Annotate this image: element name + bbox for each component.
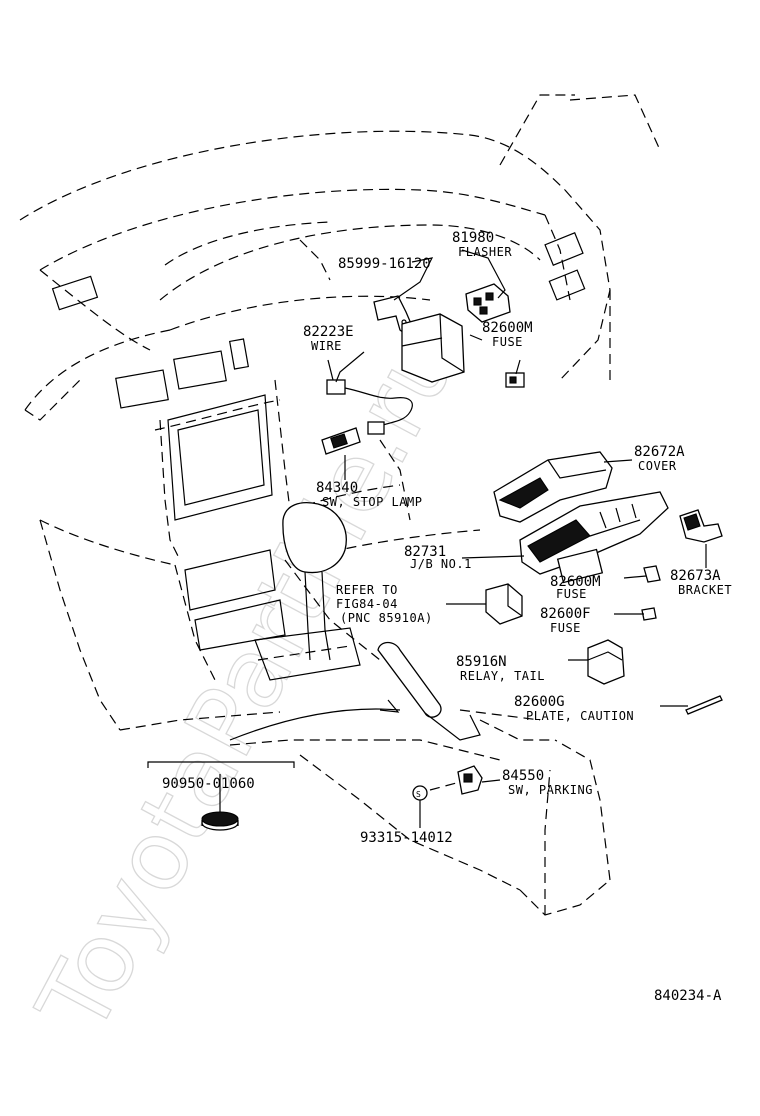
caution-plate-drawing [685,695,723,715]
fuse-dash-drawing [505,372,525,388]
part-number: 82673A [670,568,721,584]
label-plate: 82600G PLATE, CAUTION [514,694,634,723]
label-plug: 90950-01060 [162,776,255,792]
label-park-switch: 84550 SW, PARKING [502,768,593,797]
refer-line-2: FIG84-04 [336,597,398,611]
label-jb: 82731 J/B NO.1 [404,544,472,571]
part-name: SW, PARKING [508,783,593,797]
part-number: 81980 [452,230,494,246]
label-cover: 82672A COVER [634,444,685,473]
part-number: 85916N [456,654,507,670]
tail-relay-drawing [587,639,625,685]
dashboard-outline [19,94,661,916]
fuse-m-drawing [643,565,661,583]
label-flasher: 81980 FLASHER [452,230,512,259]
part-number: 82731 [404,544,446,560]
diagram-code: 840234-A [654,988,722,1004]
dash-relay-block [401,313,465,383]
part-number: 82600F [540,606,591,622]
part-name: FUSE [550,621,581,635]
part-name: RELAY, TAIL [460,669,545,683]
refer-line-1: REFER TO [336,583,398,597]
part-name: SW, STOP LAMP [322,495,422,509]
label-wire: 82223E WIRE [303,324,354,353]
label-fuse-f: 82600F FUSE [540,606,591,635]
flasher-drawing [465,283,511,323]
part-number: 85999-16120 [338,256,431,272]
junction-block-drawing [519,491,669,584]
label-fuse-dash: 82600M FUSE [482,320,533,349]
part-name: J/B NO.1 [410,557,472,571]
part-name: FUSE [492,335,523,349]
label-bracket-85999: 85999-16120 [338,256,431,272]
label-fuse-m: 82600M FUSE [550,574,601,601]
part-number: 82600M [550,574,601,590]
part-name: FUSE [556,587,587,601]
part-name: PLATE, CAUTION [526,709,634,723]
part-name: BRACKET [678,583,732,597]
label-bracket: 82673A BRACKET [670,568,732,597]
part-number: 84550 [502,768,544,784]
svg-text:S: S [416,790,421,799]
part-number: 84340 [316,480,358,496]
part-number: 82223E [303,324,354,340]
label-relay: 85916N RELAY, TAIL [456,654,545,683]
part-number: 93315-14012 [360,830,453,846]
part-name: WIRE [311,339,342,353]
shift-lever [254,502,361,681]
screw-drawing: S [412,785,428,801]
part-number: 82600M [482,320,533,336]
plug-drawing [201,811,239,831]
label-stop-switch: 84340 SW, STOP LAMP [316,480,422,509]
wire-drawing [326,359,413,435]
part-name: COVER [638,459,677,473]
parking-switch-drawing [457,765,483,795]
cover-drawing [493,451,613,523]
relay-block-center [485,583,523,625]
parking-brake-lever [229,641,481,741]
stop-lamp-switch-drawing [321,427,361,455]
label-refer: REFER TO FIG84-04 (PNC 85910A) [336,583,433,625]
dash-vents [51,232,586,651]
refer-line-3: (PNC 85910A) [340,611,433,625]
part-number: 90950-01060 [162,776,255,792]
fuse-f-drawing [641,607,657,621]
leader-lines [147,249,707,828]
part-number: 82600G [514,694,565,710]
bracket-82673a-drawing [679,509,723,543]
part-name: FLASHER [458,245,512,259]
part-number: 82672A [634,444,685,460]
label-screw: 93315-14012 [360,830,453,846]
